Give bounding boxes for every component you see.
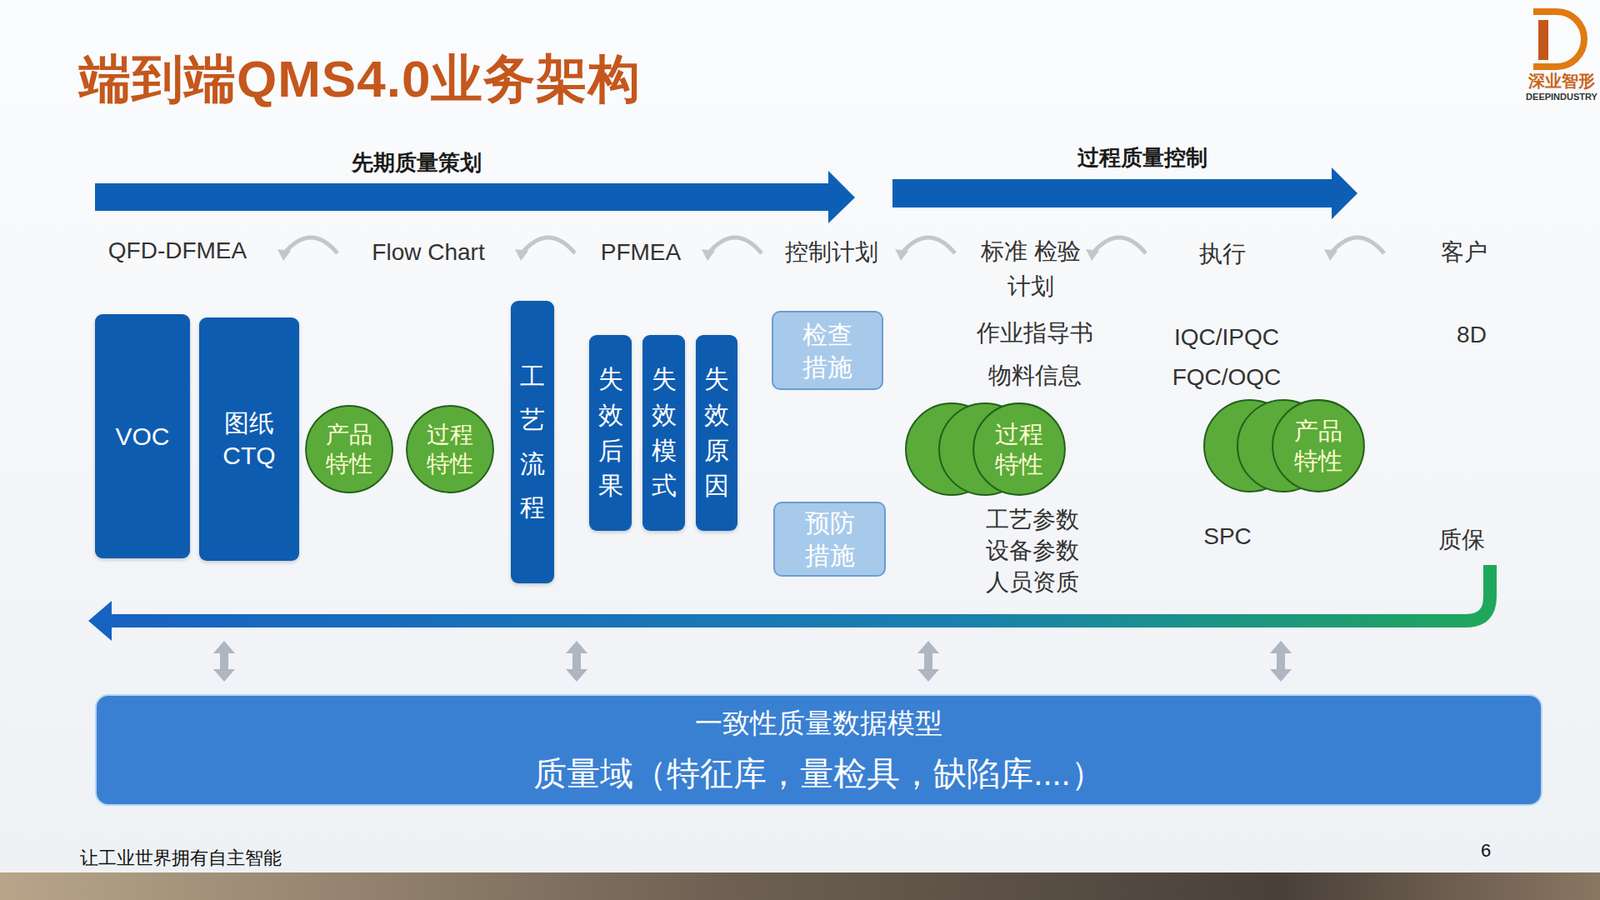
curved-arrow xyxy=(284,237,338,254)
node-text: 过程 特性 xyxy=(423,420,477,479)
node-text: 产品 特性 xyxy=(322,420,376,479)
data-model-band: 一致性质量数据模型质量域（特征库，量检具，缺陷库....） xyxy=(95,694,1543,806)
logo-mark xyxy=(1533,11,1585,67)
circle-outline xyxy=(305,405,394,494)
double-arrows xyxy=(213,640,1292,682)
step-label: Flow Chart xyxy=(371,238,485,267)
item-label: 质保 xyxy=(1438,525,1485,555)
item-label: 8D xyxy=(1456,320,1487,350)
item-label: FQC/OQC xyxy=(1172,363,1282,392)
phase-arrow xyxy=(95,170,855,224)
circle-shape xyxy=(406,405,494,493)
logo-bar xyxy=(1538,20,1549,60)
characteristic-circle: 过程 特性 xyxy=(405,405,495,494)
arrow-head xyxy=(277,249,291,261)
failure-box: 失 效 后 果 xyxy=(589,335,632,531)
phase-heading: 先期质量策划 xyxy=(351,150,482,176)
step-label: 客户 xyxy=(1440,238,1488,267)
curved-arrow xyxy=(521,237,575,254)
node-text: 失 效 后 果 xyxy=(596,361,625,504)
page-number: 6 xyxy=(1480,840,1491,862)
process-box: 图纸 CTQ xyxy=(199,317,300,561)
node-text: 产品 特性 xyxy=(1290,415,1347,477)
arrow-head xyxy=(1085,249,1100,261)
node-text: 失 效 模 式 xyxy=(650,361,678,504)
item-label: 工艺参数 xyxy=(985,505,1080,535)
step-label: 控制计划 xyxy=(785,238,879,267)
failure-box: 失 效 模 式 xyxy=(642,335,685,531)
arrow-head xyxy=(701,249,715,261)
arrow-head xyxy=(895,249,909,261)
logo-text: 深业智形 xyxy=(1528,70,1595,91)
failure-box: 失 效 原 因 xyxy=(695,335,738,531)
process-box: VOC xyxy=(95,314,190,559)
item-label: 设备参数 xyxy=(985,536,1080,565)
double-arrow xyxy=(1270,640,1292,682)
curved-arrow xyxy=(1330,237,1385,254)
circle-shape xyxy=(973,403,1065,495)
node-text: 过程 特性 xyxy=(991,419,1048,480)
node-text: 检查 措施 xyxy=(800,318,855,384)
measure-box: 检查 措施 xyxy=(771,310,884,390)
node-text: VOC xyxy=(115,420,170,453)
node-text: 一致性质量数据模型 xyxy=(695,706,943,740)
double-arrow xyxy=(565,640,588,682)
step-label: 标准 检验计划 xyxy=(979,234,1084,305)
item-label: 物料信息 xyxy=(988,361,1082,390)
characteristic-circle: 产品 特性 xyxy=(305,405,394,494)
arrow-head xyxy=(515,249,529,261)
circle-outline xyxy=(972,402,1066,496)
characteristic-circle: 产品 特性 xyxy=(1271,399,1365,493)
step-label: 执行 xyxy=(1199,240,1246,269)
node-text: 预防 措施 xyxy=(802,506,858,572)
item-label: 作业指导书 xyxy=(976,319,1094,348)
phase-heading: 过程质量控制 xyxy=(1077,145,1208,171)
slide-title: 端到端QMS4.0业务架构 xyxy=(79,53,641,105)
circle-outline xyxy=(405,405,495,494)
node-text: 质量域（特征库，量检具，缺陷库....） xyxy=(533,753,1104,794)
logo-d xyxy=(1533,11,1585,67)
curved-arrow xyxy=(1092,237,1146,254)
measure-box: 预防 措施 xyxy=(773,501,886,577)
logo-text: DEEPINDUSTRY xyxy=(1525,91,1598,103)
double-arrow xyxy=(213,640,235,682)
circle-outline xyxy=(1271,399,1365,493)
arrow-head xyxy=(1324,249,1338,261)
feedback-arrow-head xyxy=(88,600,112,641)
item-label: SPC xyxy=(1203,522,1252,551)
step-label: PFMEA xyxy=(600,238,681,267)
phase-arrow xyxy=(892,167,1358,220)
curved-arrow xyxy=(708,237,762,254)
process-flow-bar: 工 艺 流 程 xyxy=(510,300,555,584)
curved-arrow xyxy=(901,237,955,254)
circle-shape xyxy=(305,405,393,493)
node-text: 图纸 CTQ xyxy=(210,406,289,472)
item-label: 人员资质 xyxy=(985,568,1080,597)
double-arrow xyxy=(917,640,940,682)
step-label: QFD-DFMEA xyxy=(108,236,247,265)
item-label: IQC/IPQC xyxy=(1174,323,1280,352)
node-text: 失 效 原 因 xyxy=(703,361,731,504)
characteristic-circle: 过程 特性 xyxy=(972,402,1066,496)
node-text: 工 艺 流 程 xyxy=(519,355,547,530)
footer-strip xyxy=(0,872,1600,900)
footer-slogan: 让工业世界拥有自主智能 xyxy=(80,847,282,870)
circle-shape xyxy=(1272,400,1365,492)
